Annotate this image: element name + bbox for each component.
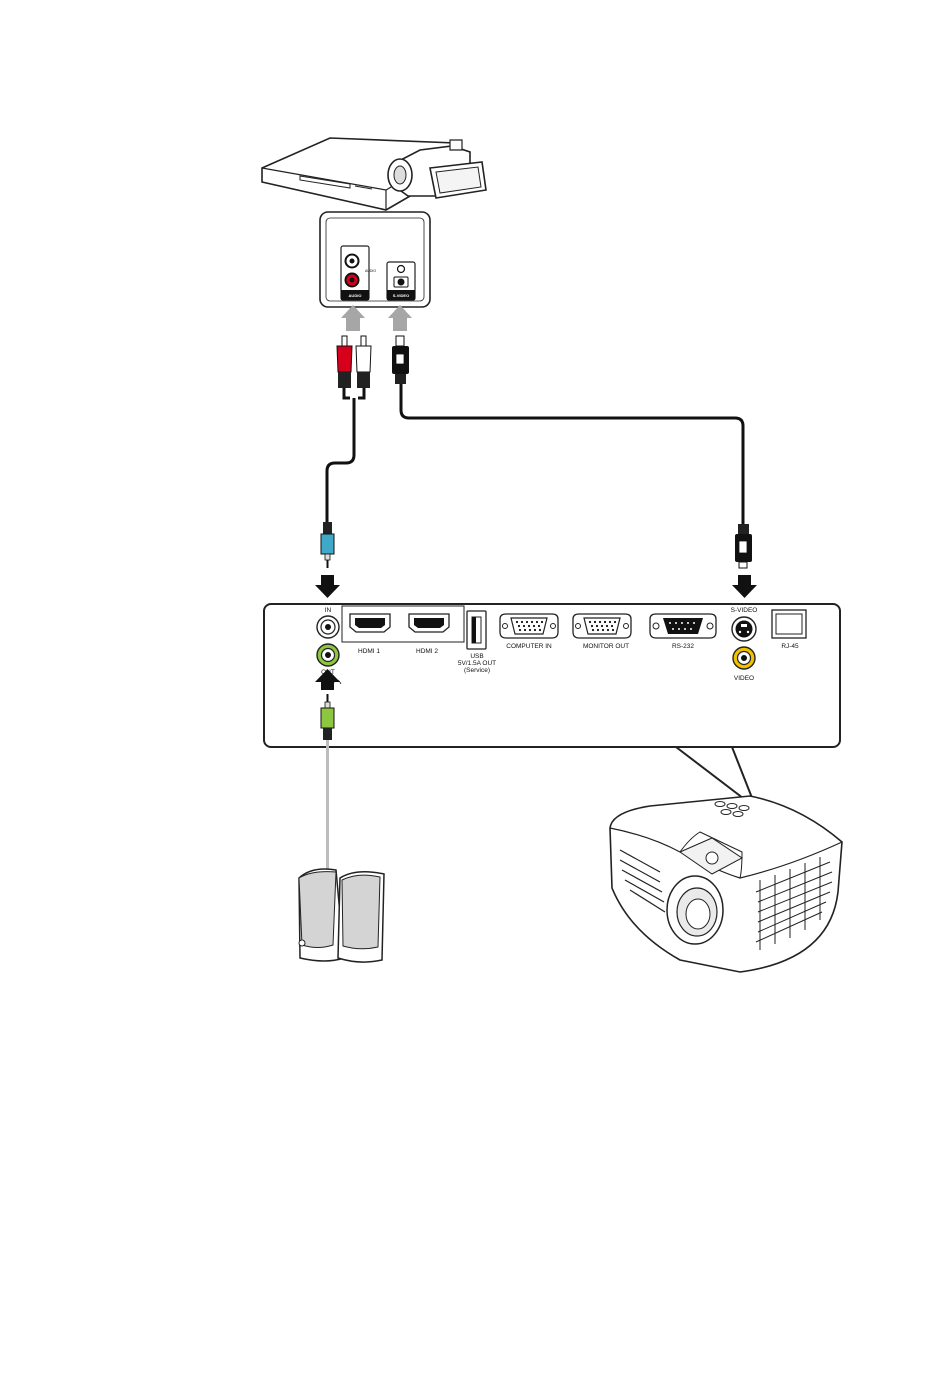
mini-jack-plug-blue [321,522,334,568]
video-label: VIDEO [734,675,754,682]
source-audio-jack-text: AUDIO [365,269,376,273]
audio-cable [327,388,364,522]
source-svideo-jack: S-VIDEO [387,262,415,300]
rca-plug-red [337,336,352,388]
input-arrows [315,575,757,598]
projector-io-panel: IN OUT HDMI 1 HDMI [264,604,840,747]
video-port: VIDEO [733,647,755,682]
audio-in-label: IN [325,607,332,614]
rs232-label: RS-232 [672,643,694,650]
monitor-out-label: MONITOR OUT [583,643,629,650]
hdmi2-label: HDMI 2 [416,648,438,655]
projector-icon [610,796,842,972]
usb-label-line1: USB [470,653,483,660]
speaker-icon [299,869,384,962]
rj45-label: RJ-45 [781,643,799,650]
source-audio-label: AUDIO [349,293,362,298]
svideo-cable [401,384,743,524]
source-input-arrows [341,305,412,331]
computer-in-label: COMPUTER IN [506,643,552,650]
svideo-plug-top [392,336,409,384]
usb-label-line2: 5V/1.5A OUT [458,660,496,667]
usb-label-line3: (Service) [464,667,490,674]
source-svideo-label: S-VIDEO [393,293,409,298]
source-connector-panel: AUDIO AUDIO S-VIDEO [320,212,430,307]
svideo-label: S-VIDEO [731,607,758,614]
svideo-port: S-VIDEO [731,607,758,641]
rca-plug-white [356,336,371,388]
svideo-plug-bottom [735,524,752,568]
computer-in-port: COMPUTER IN [500,614,558,650]
hdmi1-label: HDMI 1 [358,648,380,655]
